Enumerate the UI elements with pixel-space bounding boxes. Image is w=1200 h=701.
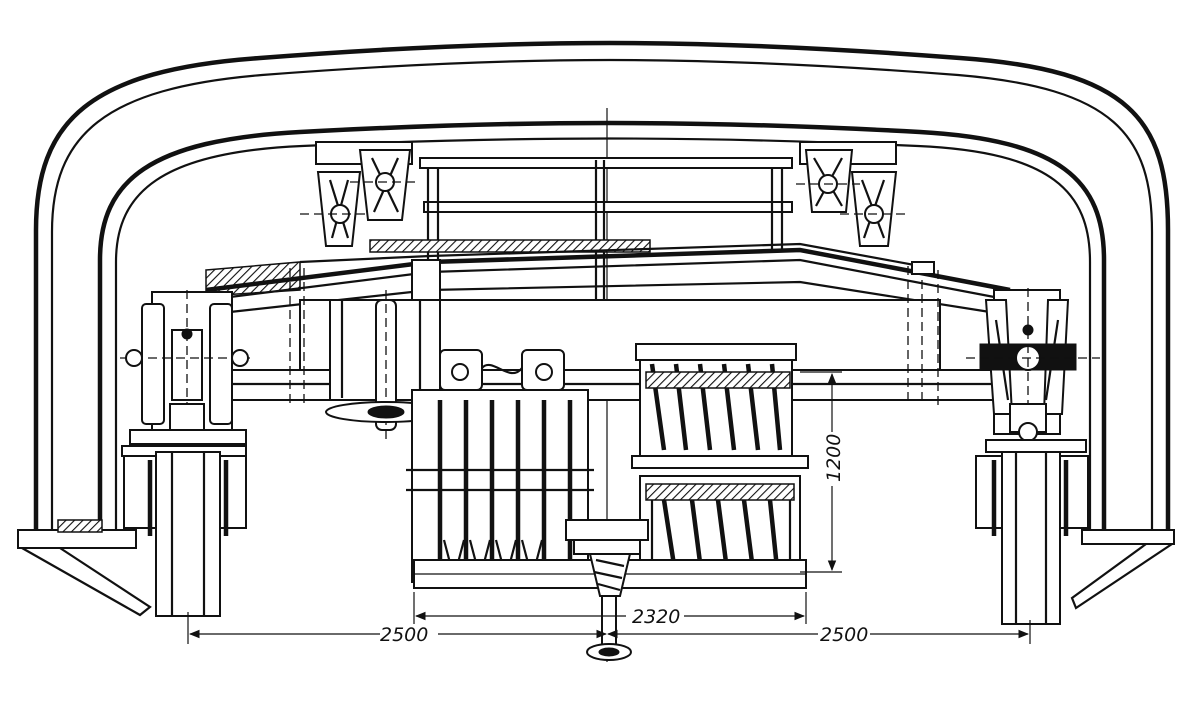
arched-frame (17, 40, 1175, 617)
center-hook-assembly (565, 519, 649, 661)
dimension-vertical-height: 1200 (823, 434, 845, 482)
left-end-truck (120, 290, 250, 617)
right-hoist-drum-upper (631, 343, 809, 469)
upper-sheave-group-right (796, 141, 908, 247)
upper-sheave-group-left (300, 141, 420, 247)
dimension-left-span: 2500 (380, 624, 428, 646)
dimension-right-span: 2500 (820, 624, 868, 646)
main-deck-girder (205, 239, 1011, 406)
left-hoist-drum (406, 389, 594, 583)
top-railing (419, 157, 793, 300)
dimension-lines (187, 371, 1031, 644)
right-end-truck (966, 288, 1100, 625)
dimension-center-span: 2320 (632, 606, 680, 628)
